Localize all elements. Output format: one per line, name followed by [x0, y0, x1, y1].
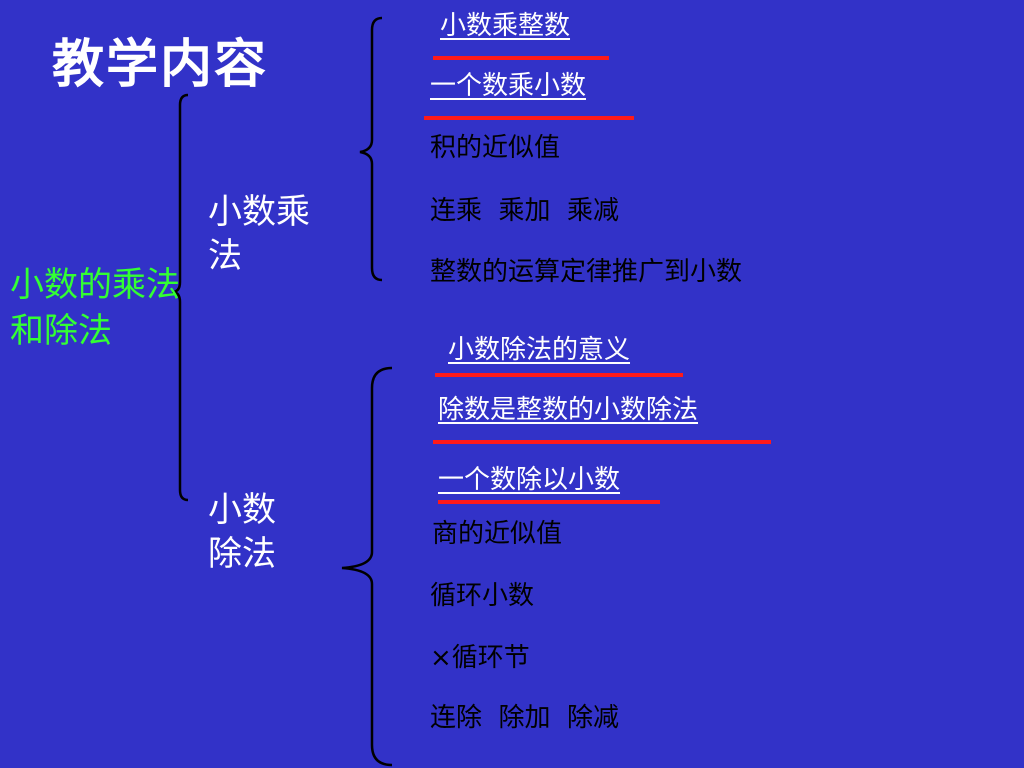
- multiplication-topic: 小数乘法: [208, 192, 310, 276]
- emphasis-underline: [424, 116, 634, 120]
- division-brace: [341, 366, 393, 767]
- div-item-repetend: ×循环节: [430, 643, 530, 673]
- mul-item-decimal-times-integer[interactable]: 小数乘整数: [440, 11, 571, 41]
- emphasis-underline: [438, 500, 660, 504]
- mul-item-laws-extended: 整数的运算定律推广到小数: [430, 257, 743, 287]
- div-item-chained-ops: 连除 除加 除减: [430, 703, 620, 733]
- mul-item-product-approx: 积的近似值: [430, 133, 561, 163]
- div-item-quotient-approx: 商的近似值: [432, 519, 563, 549]
- multiplication-brace: [359, 16, 383, 282]
- root-brace: [171, 93, 189, 502]
- page-title: 教学内容: [52, 35, 269, 95]
- div-item-divide-by-decimal[interactable]: 一个数除以小数: [438, 465, 621, 495]
- div-item-meaning[interactable]: 小数除法的意义: [448, 335, 631, 365]
- mul-item-number-times-decimal[interactable]: 一个数乘小数: [430, 71, 587, 101]
- emphasis-underline: [433, 440, 771, 444]
- root-topic: 小数的乘法和除法: [10, 265, 180, 351]
- div-item-integer-divisor[interactable]: 除数是整数的小数除法: [438, 395, 699, 425]
- div-item-repeating-decimal: 循环小数: [430, 581, 535, 611]
- mul-item-chained-ops: 连乘 乘加 乘减: [430, 196, 620, 226]
- division-topic: 小数除法: [208, 490, 276, 574]
- emphasis-underline: [435, 373, 683, 377]
- emphasis-underline: [433, 56, 609, 60]
